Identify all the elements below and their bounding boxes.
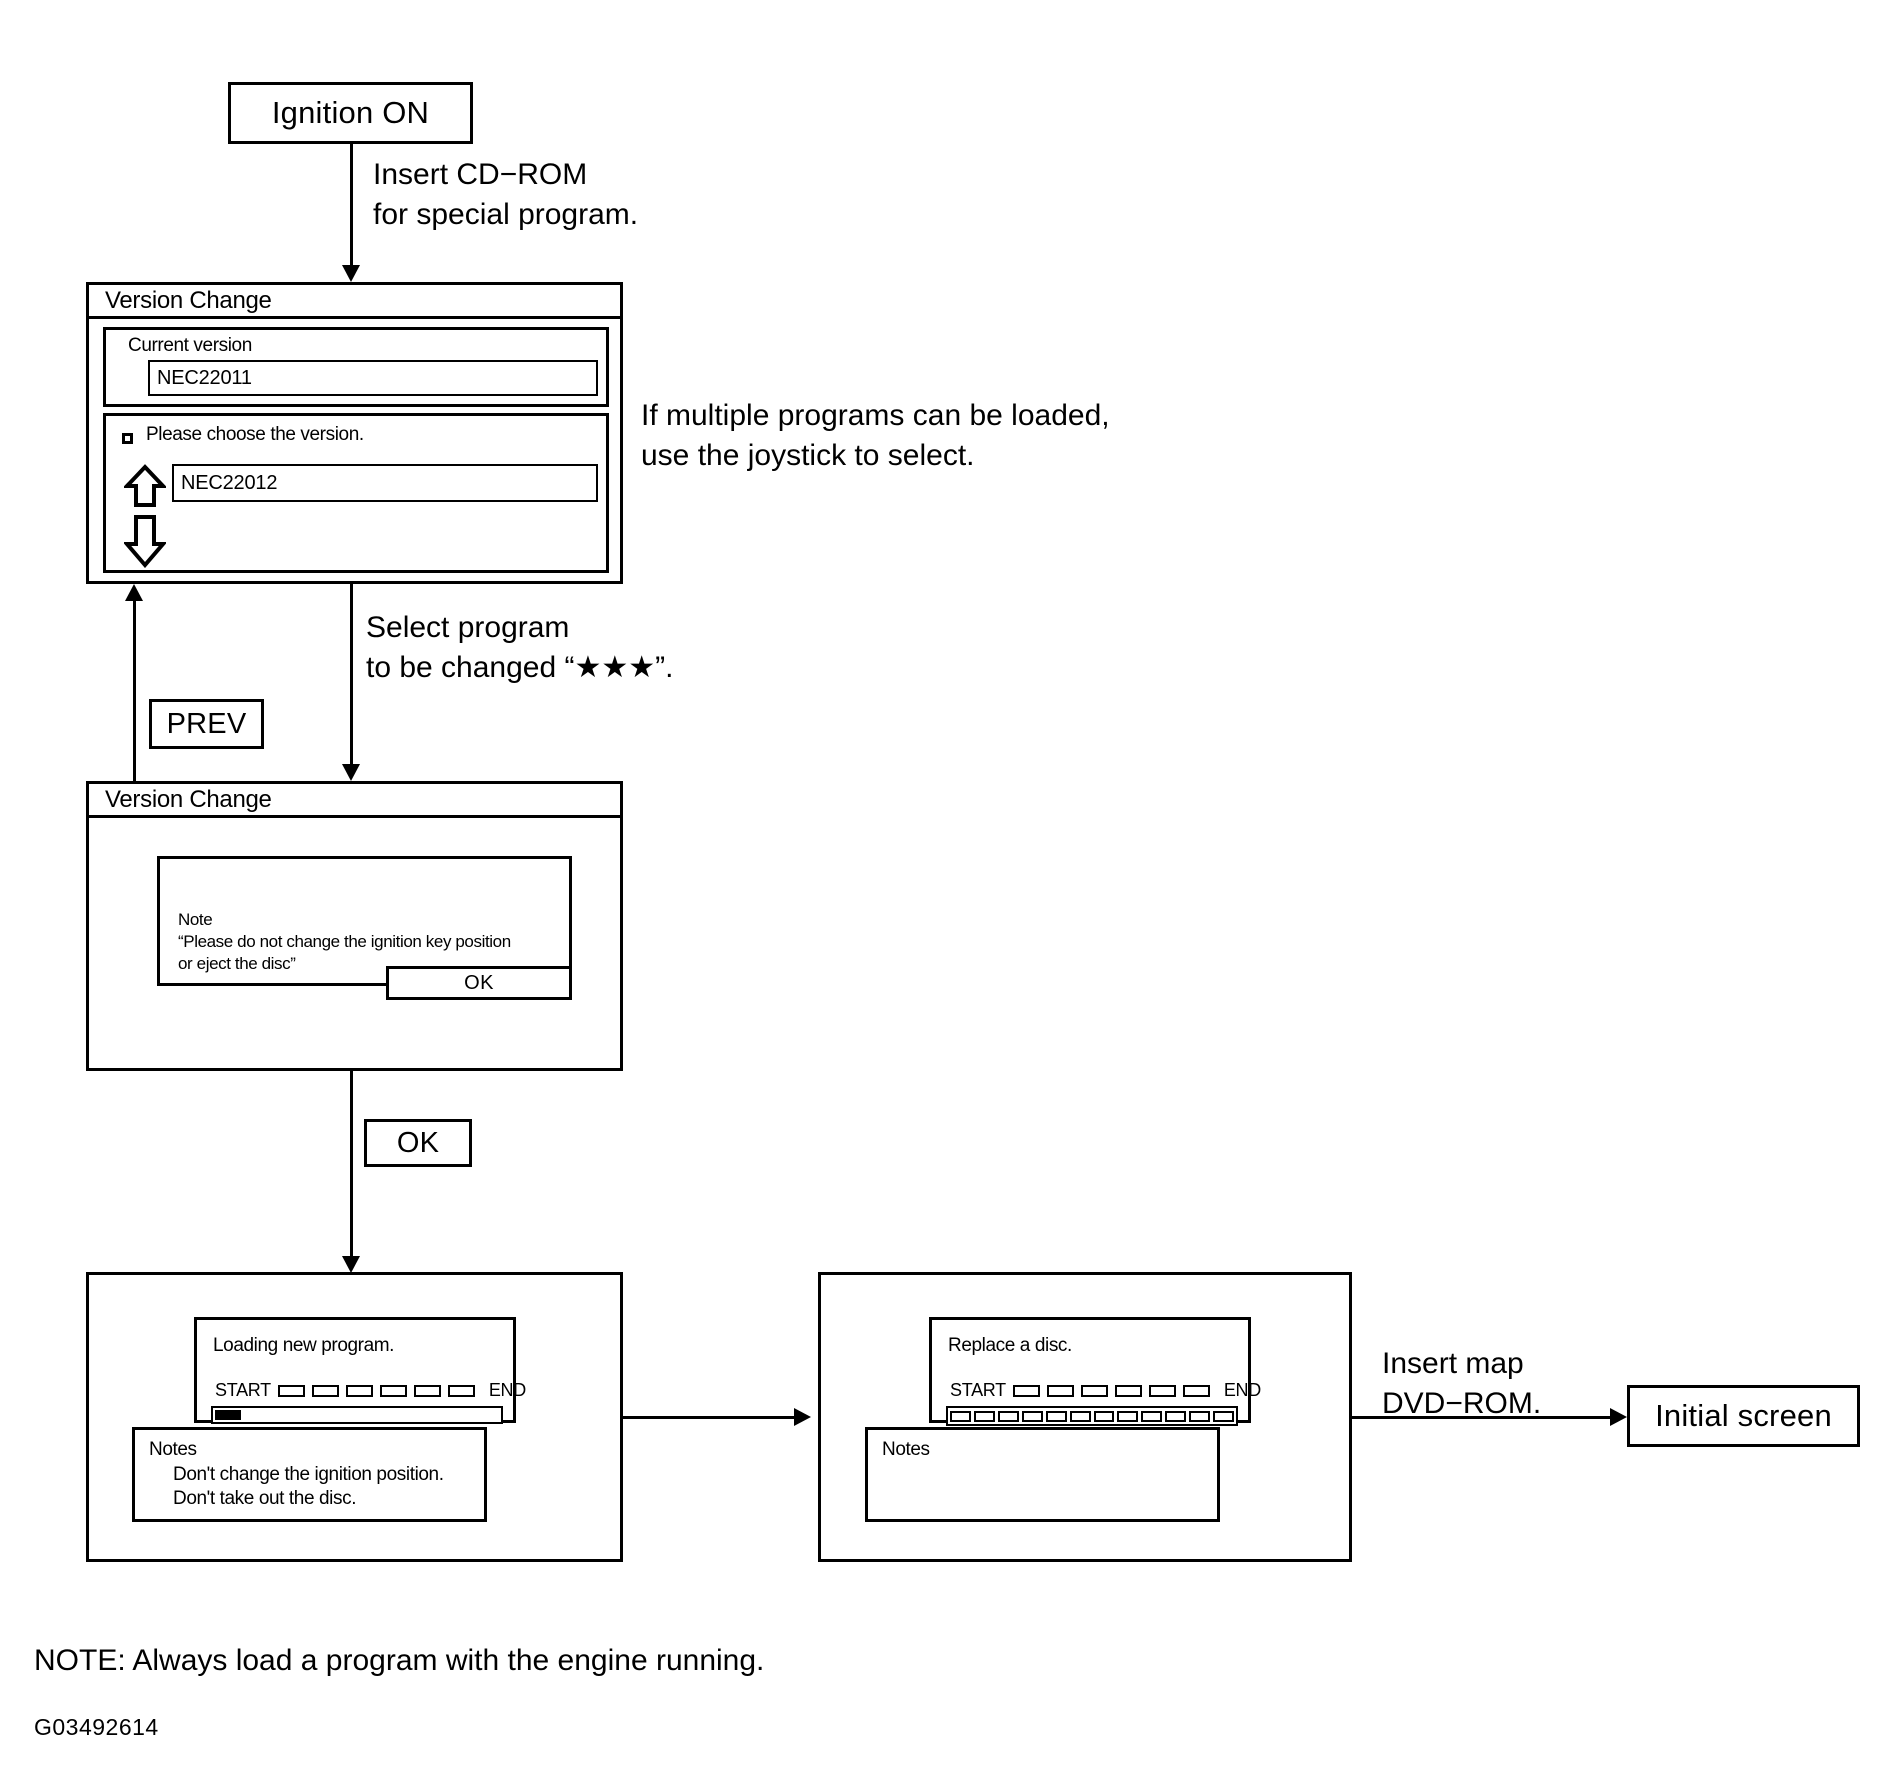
replace-progress-bar xyxy=(946,1406,1238,1426)
choose-version-bullet-icon xyxy=(122,433,133,444)
choose-version-panel: Please choose the version. NEC22012 xyxy=(103,413,609,573)
screen-version-note: Version Change Note “Please do not chang… xyxy=(86,781,623,1071)
loading-progress-bar xyxy=(211,1406,503,1424)
note-ok-button-label: OK xyxy=(464,971,494,994)
progress-segment xyxy=(277,1384,305,1397)
edge-label-insert-cdrom: Insert CD−ROM for special program. xyxy=(373,158,639,231)
screen-version-select: Version Change Current version NEC22011 … xyxy=(86,282,623,584)
progress-tick xyxy=(1189,1410,1211,1422)
edge-note-to-loading xyxy=(350,1071,353,1261)
replace-notes-heading: Notes xyxy=(882,1439,930,1460)
edge-label-insert-map-dvd: Insert map DVD−ROM. xyxy=(1382,1347,1542,1420)
replace-progress-end-label: END xyxy=(1223,1380,1261,1400)
edge-prev-return-line xyxy=(133,588,136,781)
loading-notes-panel: Notes Don't change the ignition position… xyxy=(132,1427,487,1522)
edge-label-select-program: Select program to be changed “★★★”. xyxy=(366,611,674,684)
progress-tick xyxy=(1117,1410,1139,1422)
node-ignition-on-label: Ignition ON xyxy=(271,95,430,130)
node-ignition-on: Ignition ON xyxy=(228,82,473,144)
progress-tick xyxy=(1213,1410,1235,1422)
footer-note: NOTE: Always load a program with the eng… xyxy=(34,1644,765,1677)
screen-version-select-title: Version Change xyxy=(89,285,620,319)
progress-tick xyxy=(973,1410,995,1422)
progress-segment xyxy=(1012,1384,1040,1397)
edge-replace-to-initial-arrowhead xyxy=(1610,1408,1627,1426)
note-panel: Note “Please do not change the ignition … xyxy=(157,856,572,986)
edge-prev-return-arrowhead xyxy=(125,584,143,601)
node-initial-screen-label: Initial screen xyxy=(1655,1398,1832,1433)
node-prev-button[interactable]: PREV xyxy=(149,699,264,749)
progress-tick xyxy=(950,1410,971,1422)
progress-tick xyxy=(1093,1410,1115,1422)
edge-ignition-arrowhead xyxy=(342,265,360,282)
note-ok-button[interactable]: OK xyxy=(386,966,572,1000)
progress-segment xyxy=(447,1384,475,1397)
current-version-value: NEC22011 xyxy=(148,360,598,396)
arrow-down-icon[interactable] xyxy=(122,514,168,573)
edge-loading-to-replace xyxy=(623,1416,798,1419)
arrow-up-icon[interactable] xyxy=(122,464,168,513)
node-prev-button-label: PREV xyxy=(166,707,247,740)
progress-tick xyxy=(997,1410,1019,1422)
edge-note-to-loading-arrowhead xyxy=(342,1256,360,1273)
loading-notes-heading: Notes xyxy=(149,1439,197,1460)
node-ok-step-button[interactable]: OK xyxy=(364,1119,472,1167)
loading-progress-end-label: END xyxy=(488,1380,526,1400)
loading-progress-segments: START END xyxy=(215,1380,526,1401)
loading-progress-bar-fill xyxy=(215,1410,241,1420)
progress-segment xyxy=(413,1384,441,1397)
progress-segment xyxy=(345,1384,373,1397)
progress-segment xyxy=(1148,1384,1176,1397)
edge-label-multiple-programs: If multiple programs can be loaded, use … xyxy=(641,399,1110,472)
loading-notes-line-2: Don't take out the disc. xyxy=(173,1488,357,1509)
screen-loading: Loading new program. START END Notes Don… xyxy=(86,1272,623,1562)
progress-tick xyxy=(1141,1410,1163,1422)
current-version-label: Current version xyxy=(128,335,252,356)
screen-replace-disc: Replace a disc. START END xyxy=(818,1272,1352,1562)
progress-tick xyxy=(1021,1410,1043,1422)
edge-replace-to-initial xyxy=(1352,1416,1614,1419)
note-heading: Note xyxy=(178,910,213,929)
progress-segment xyxy=(311,1384,339,1397)
progress-segment xyxy=(1114,1384,1142,1397)
progress-segment xyxy=(1080,1384,1108,1397)
edge-loading-to-replace-arrowhead xyxy=(794,1408,811,1426)
progress-tick xyxy=(1165,1410,1187,1422)
screen-version-note-title: Version Change xyxy=(89,784,620,818)
current-version-panel: Current version NEC22011 xyxy=(103,327,609,407)
note-line-2: or eject the disc” xyxy=(178,954,296,973)
replace-progress-segments: START END xyxy=(950,1380,1261,1401)
footer-code: G03492614 xyxy=(34,1714,159,1740)
candidate-version-value[interactable]: NEC22012 xyxy=(172,464,598,502)
note-line-1: “Please do not change the ignition key p… xyxy=(178,932,511,951)
loading-progress-panel: Loading new program. START END xyxy=(194,1317,526,1424)
choose-version-prompt: Please choose the version. xyxy=(146,424,364,445)
node-initial-screen: Initial screen xyxy=(1627,1385,1860,1447)
edge-select-to-note xyxy=(350,584,353,769)
progress-tick xyxy=(1069,1410,1091,1422)
loading-notes-line-1: Don't change the ignition position. xyxy=(173,1464,444,1485)
loading-message: Loading new program. xyxy=(213,1335,395,1356)
replace-progress-start-label: START xyxy=(950,1380,1006,1400)
progress-tick xyxy=(1045,1410,1067,1422)
node-ok-step-button-label: OK xyxy=(396,1126,440,1159)
progress-segment xyxy=(379,1384,407,1397)
replace-notes-panel: Notes xyxy=(865,1427,1220,1522)
edge-select-to-note-arrowhead xyxy=(342,764,360,781)
loading-progress-start-label: START xyxy=(215,1380,271,1400)
edge-ignition-to-version xyxy=(350,144,353,269)
replace-progress-panel: Replace a disc. START END xyxy=(929,1317,1261,1426)
progress-segment xyxy=(1182,1384,1210,1397)
progress-segment xyxy=(1046,1384,1074,1397)
replace-message: Replace a disc. xyxy=(948,1335,1072,1356)
